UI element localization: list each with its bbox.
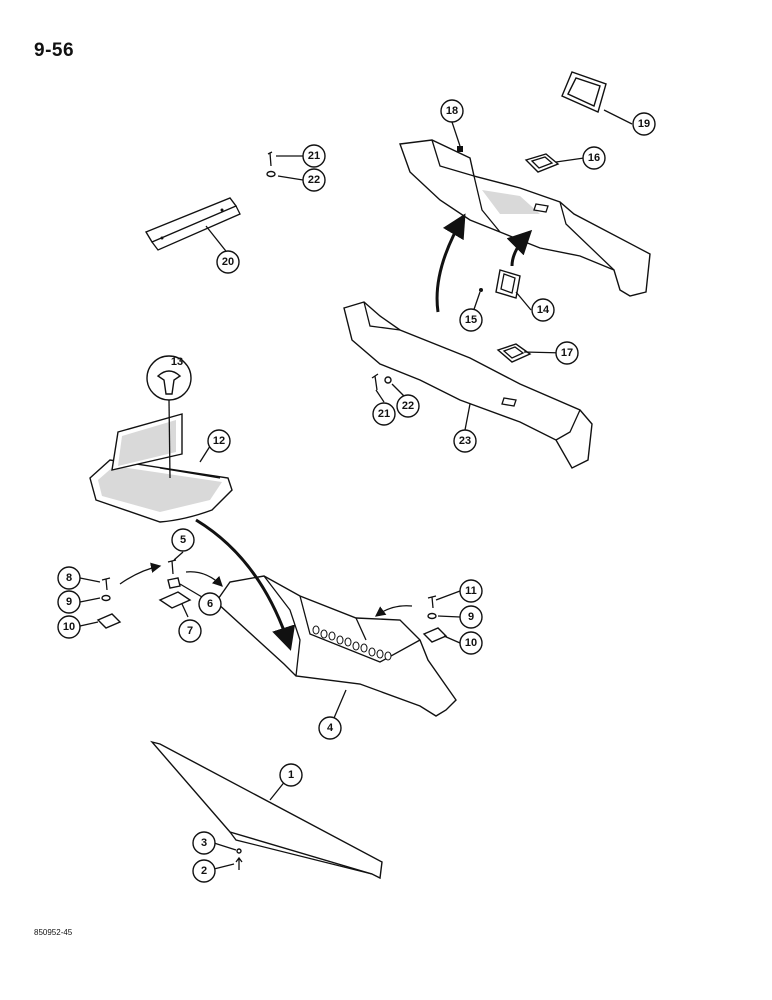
callout-1: 1 <box>279 763 303 787</box>
detail-bubble-13 <box>146 355 192 401</box>
callout-11: 11 <box>459 579 483 603</box>
callout-9-right-label: 9 <box>468 611 474 623</box>
callout-8-label: 8 <box>66 572 72 584</box>
callout-20: 20 <box>216 250 240 274</box>
screw-washer-part-2-3 <box>235 848 243 870</box>
callout-6-label: 6 <box>207 598 213 610</box>
callout-11-label: 11 <box>465 585 477 597</box>
floor-plate-part-4 <box>215 575 457 717</box>
callout-10-left: 10 <box>57 615 81 639</box>
callout-3-label: 3 <box>201 837 207 849</box>
callout-6: 6 <box>198 592 222 616</box>
callout-2-label: 2 <box>201 865 207 877</box>
clip-part-15 <box>479 288 483 292</box>
callout-22-upper: 22 <box>302 168 326 192</box>
callout-4-label: 4 <box>327 722 334 734</box>
callout-16-label: 16 <box>588 152 600 164</box>
callout-14: 14 <box>531 298 555 322</box>
callout-17: 17 <box>555 341 579 365</box>
right-fastener-group <box>422 595 448 643</box>
callout-2: 2 <box>192 859 216 883</box>
callout-5: 5 <box>171 528 195 552</box>
callout-4: 4 <box>318 716 342 740</box>
callout-8: 8 <box>57 566 81 590</box>
page-number: 9-56 <box>34 40 75 61</box>
grommet-part-17 <box>496 343 532 363</box>
plate-part-20 <box>144 197 241 251</box>
callout-10-right: 10 <box>459 631 483 655</box>
nut-part <box>457 146 463 152</box>
callout-7-label: 7 <box>187 625 193 637</box>
callout-23-label: 23 <box>459 435 471 447</box>
callout-9-left-label: 9 <box>66 596 72 608</box>
callout-22-upper-label: 22 <box>308 174 320 186</box>
callout-15: 15 <box>459 308 483 332</box>
callout-22-lower: 22 <box>396 394 420 418</box>
callout-3: 3 <box>192 831 216 855</box>
callout-13-label: 13 <box>171 356 183 368</box>
floor-panel-part-12 <box>89 413 233 523</box>
callout-17-label: 17 <box>561 347 573 359</box>
callout-14-label: 14 <box>537 304 550 316</box>
callout-19: 19 <box>632 112 656 136</box>
callout-20-label: 20 <box>222 256 234 268</box>
drawing-reference-code: 850952-45 <box>34 928 73 937</box>
bottom-plate-part-1 <box>150 740 383 880</box>
upper-crossmember-part <box>399 139 651 297</box>
callout-15-label: 15 <box>465 314 477 326</box>
window-glass-part <box>561 71 607 113</box>
callout-22-lower-label: 22 <box>402 400 414 412</box>
grommet-part-16 <box>524 153 560 173</box>
callout-5-label: 5 <box>180 534 186 546</box>
callout-9-right: 9 <box>459 605 483 629</box>
callout-21-lower: 21 <box>372 402 396 426</box>
assembly-arrows <box>119 213 533 651</box>
callout-18-label: 18 <box>446 105 458 117</box>
lower-crossmember-part <box>343 301 593 469</box>
callout-21-upper-label: 21 <box>308 150 320 162</box>
bolt-washer-lower <box>371 373 392 391</box>
callout-1-label: 1 <box>288 769 294 781</box>
callout-10-right-label: 10 <box>465 637 477 649</box>
callout-21-lower-label: 21 <box>378 408 390 420</box>
left-fastener-group <box>96 559 192 629</box>
callout-18: 18 <box>440 99 464 123</box>
callout-19-label: 19 <box>638 118 650 130</box>
callout-21-upper: 21 <box>302 144 326 168</box>
bolt-washer-upper <box>266 151 276 178</box>
callout-10-left-label: 10 <box>63 621 75 633</box>
callout-7: 7 <box>178 619 202 643</box>
callout-23: 23 <box>453 429 477 453</box>
callout-9-left: 9 <box>57 590 81 614</box>
callout-16: 16 <box>582 146 606 170</box>
callout-12-label: 12 <box>213 435 225 447</box>
grommet-part-14 <box>495 269 521 299</box>
callout-12: 12 <box>207 429 231 453</box>
